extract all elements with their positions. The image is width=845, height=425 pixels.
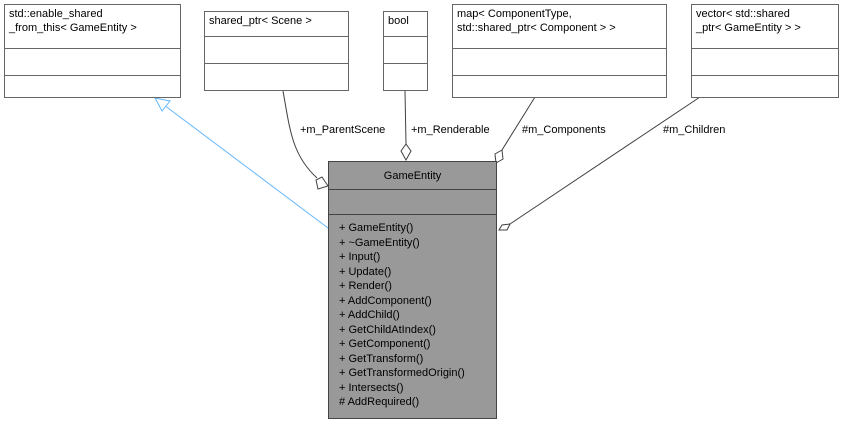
inheritance-edge (163, 104, 329, 229)
children-label: #m_Children (663, 124, 726, 136)
method-item[interactable]: + GetComponent() (339, 338, 431, 350)
method-item[interactable]: + GameEntity() (339, 222, 414, 234)
components-map-class: map< ComponentType, std::shared_ptr< Com… (452, 4, 667, 98)
game-entity-title: GameEntity (329, 162, 496, 190)
method-item[interactable]: + Input() (339, 251, 381, 263)
enable-shared-attributes-section (5, 49, 180, 76)
method-item[interactable]: + Update() (339, 265, 392, 278)
renderable-diamond (400, 143, 412, 162)
method-item[interactable]: + AddChild() (339, 309, 400, 321)
method-item[interactable]: + GetTransform() (339, 352, 424, 365)
parent-scene-label: +m_ParentScene (300, 124, 386, 136)
method-item[interactable]: + GetTransformedOrigin() (339, 367, 465, 379)
shared-ptr-scene-attributes-section (205, 37, 348, 64)
children-diamond (498, 223, 511, 231)
bool-attributes-section (384, 37, 427, 64)
components-label: #m_Components (522, 124, 606, 136)
children-vector-class: vector< std::shared _ptr< GameEntity > > (691, 4, 839, 98)
children-edge (509, 96, 701, 225)
method-item[interactable]: # AddRequired() (339, 396, 420, 408)
enable-shared-from-this-title: std::enable_shared _from_this< GameEntit… (5, 5, 180, 49)
bool-title: bool (384, 12, 427, 37)
components-edge (501, 96, 536, 151)
enable-shared-from-this-class: std::enable_shared _from_this< GameEntit… (4, 4, 181, 98)
method-item[interactable]: + GetChildAtIndex() (339, 323, 436, 336)
parent-scene-edge (282, 90, 318, 179)
shared-ptr-scene-title: shared_ptr< Scene > (205, 12, 348, 37)
children-vector-attributes-section (692, 49, 838, 76)
renderable-label: +m_Renderable (411, 124, 490, 136)
game-entity-method-list: + GameEntity() + ~GameEntity() + Input() + … (329, 215, 496, 410)
renderable-edge (404, 90, 407, 145)
shared-ptr-scene-class: shared_ptr< Scene > (204, 11, 349, 91)
game-entity-attributes-section (329, 190, 496, 215)
inheritance-arrowhead (154, 97, 171, 112)
parent-scene-diamond (315, 176, 329, 190)
game-entity-class: GameEntity + GameEntity() + ~GameEntity()… (328, 161, 497, 419)
components-map-title: map< ComponentType, std::shared_ptr< Com… (453, 5, 666, 49)
method-item[interactable]: + AddComponent() (339, 294, 432, 307)
bool-class: bool (383, 11, 428, 91)
method-item[interactable]: + Render() (339, 280, 392, 292)
method-item[interactable]: + Intersects() (339, 381, 404, 394)
components-map-attributes-section (453, 49, 666, 76)
children-vector-title: vector< std::shared _ptr< GameEntity > > (692, 5, 838, 49)
method-item[interactable]: + ~GameEntity() (339, 236, 420, 249)
game-entity-methods-section: + GameEntity() + ~GameEntity() + Input() + … (329, 215, 496, 410)
